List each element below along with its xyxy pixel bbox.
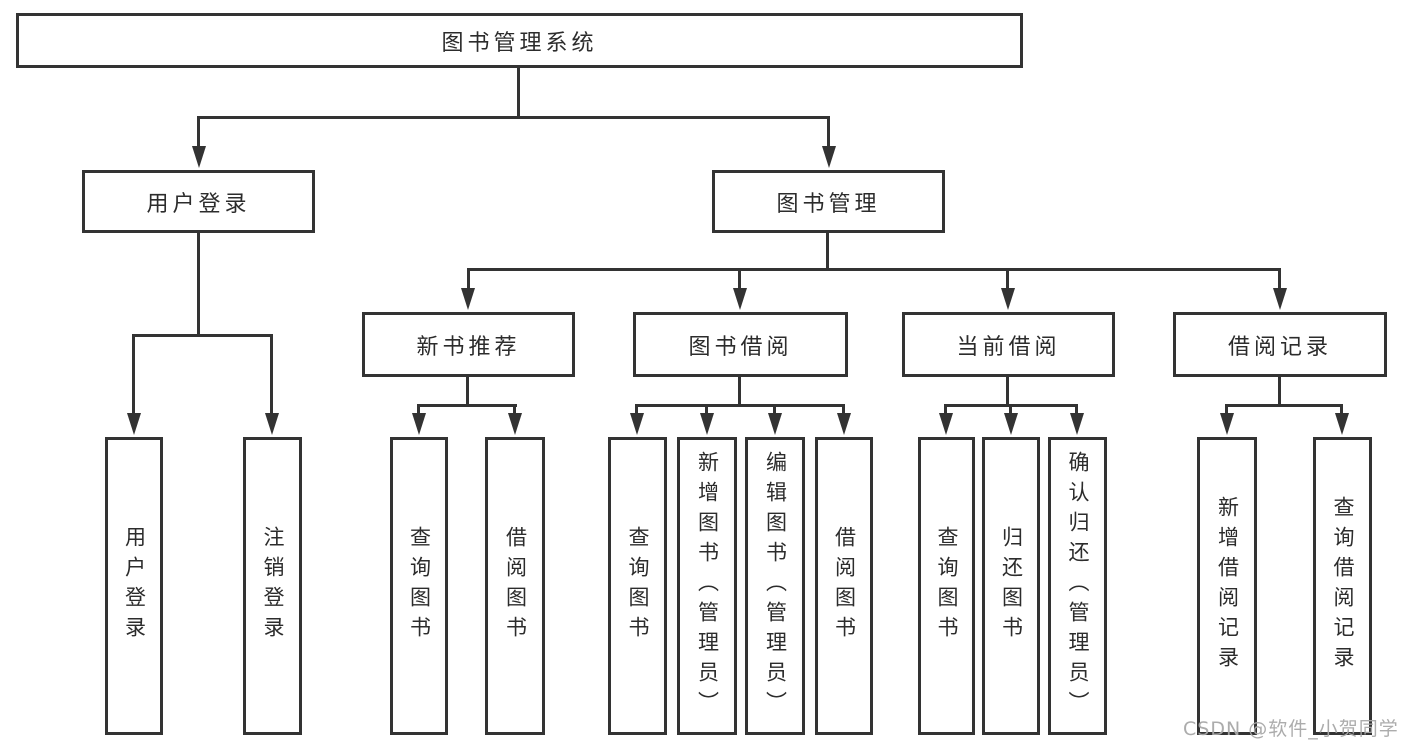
- arrow-down-icon: [939, 413, 953, 435]
- node-label: 借阅图书: [832, 526, 857, 646]
- node-book-borrowing: 图书借阅: [633, 312, 848, 377]
- connector-line: [842, 404, 845, 416]
- node-label: 图书借阅: [688, 334, 793, 360]
- node-user-login-group: 用户登录: [82, 170, 315, 233]
- connector-line: [773, 404, 776, 416]
- node-label: 图书管理系统: [441, 30, 598, 56]
- node-label: 注销登录: [261, 526, 285, 646]
- connector-line: [467, 268, 470, 292]
- connector-line: [1225, 404, 1228, 416]
- arrow-down-icon: [733, 288, 747, 310]
- leaf-edit-books-admin: 编辑图书（管理员）: [745, 437, 805, 735]
- connector-line: [1340, 404, 1343, 416]
- connector-line: [197, 116, 830, 119]
- connector-line: [705, 404, 708, 416]
- connector-line: [270, 334, 273, 416]
- connector-line: [1278, 268, 1281, 292]
- arrow-down-icon: [768, 413, 782, 435]
- node-label: 新增借阅记录: [1215, 496, 1240, 676]
- arrow-down-icon: [461, 288, 475, 310]
- arrow-down-icon: [1070, 413, 1084, 435]
- arrow-down-icon: [1001, 288, 1015, 310]
- arrow-down-icon: [1220, 413, 1234, 435]
- arrow-down-icon: [837, 413, 851, 435]
- arrow-down-icon: [508, 413, 522, 435]
- node-new-book-recommendation: 新书推荐: [362, 312, 575, 377]
- node-label: 查询图书: [407, 526, 432, 646]
- node-label: 用户登录: [122, 526, 147, 646]
- connector-line: [1225, 404, 1343, 407]
- node-label: 图书管理: [776, 191, 881, 217]
- leaf-query-books-current: 查询图书: [918, 437, 975, 735]
- node-label: 查询图书: [935, 526, 959, 646]
- connector-line: [467, 268, 1281, 271]
- arrow-down-icon: [192, 146, 206, 168]
- node-label: 编辑图书（管理员）: [763, 451, 788, 721]
- leaf-return-books: 归还图书: [982, 437, 1040, 735]
- node-label: 当前借阅: [956, 334, 1061, 360]
- node-label: 查询借阅记录: [1331, 496, 1355, 676]
- connector-line: [513, 404, 516, 416]
- leaf-user-login: 用户登录: [105, 437, 163, 735]
- connector-line: [1006, 268, 1009, 292]
- connector-line: [738, 377, 741, 406]
- connector-line: [1006, 377, 1009, 406]
- connector-line: [635, 404, 638, 416]
- connector-line: [738, 268, 741, 292]
- connector-line: [635, 404, 845, 407]
- node-label: 借阅记录: [1227, 334, 1332, 360]
- connector-line: [827, 116, 830, 150]
- connector-line: [517, 68, 520, 118]
- connector-line: [132, 334, 273, 337]
- leaf-query-borrow-record: 查询借阅记录: [1313, 437, 1372, 735]
- node-label: 新增图书（管理员）: [695, 451, 720, 721]
- arrow-down-icon: [700, 413, 714, 435]
- node-label: 确认归还（管理员）: [1066, 451, 1090, 721]
- connector-line: [944, 404, 947, 416]
- leaf-query-books-recommend: 查询图书: [390, 437, 448, 735]
- connector-line: [826, 233, 829, 270]
- watermark-text: CSDN @软件_小贺同学: [1183, 718, 1399, 740]
- node-label: 新书推荐: [416, 334, 521, 360]
- leaf-borrow-books-recommend: 借阅图书: [485, 437, 545, 735]
- node-label: 借阅图书: [503, 526, 528, 646]
- arrow-down-icon: [822, 146, 836, 168]
- node-borrowing-records: 借阅记录: [1173, 312, 1387, 377]
- leaf-confirm-return-admin: 确认归还（管理员）: [1048, 437, 1107, 735]
- leaf-logout: 注销登录: [243, 437, 302, 735]
- node-label: 查询图书: [626, 526, 650, 646]
- leaf-borrow-books-borrowing: 借阅图书: [815, 437, 873, 735]
- connector-line: [197, 233, 200, 336]
- leaf-add-borrow-record: 新增借阅记录: [1197, 437, 1257, 735]
- node-label: 归还图书: [999, 526, 1024, 646]
- arrow-down-icon: [1004, 413, 1018, 435]
- arrow-down-icon: [630, 413, 644, 435]
- connector-line: [1278, 377, 1281, 406]
- connector-line: [417, 404, 517, 407]
- connector-line: [417, 404, 420, 416]
- connector-line: [466, 377, 469, 406]
- connector-line: [1075, 404, 1078, 416]
- node-book-management-system: 图书管理系统: [16, 13, 1023, 68]
- leaf-add-books-admin: 新增图书（管理员）: [677, 437, 737, 735]
- arrow-down-icon: [412, 413, 426, 435]
- connector-line: [132, 334, 135, 416]
- leaf-query-books-borrowing: 查询图书: [608, 437, 667, 735]
- node-label: 用户登录: [146, 191, 251, 217]
- arrow-down-icon: [1335, 413, 1349, 435]
- arrow-down-icon: [265, 413, 279, 435]
- arrow-down-icon: [1273, 288, 1287, 310]
- connector-line: [1009, 404, 1012, 416]
- connector-line: [197, 116, 200, 150]
- node-book-management: 图书管理: [712, 170, 945, 233]
- arrow-down-icon: [127, 413, 141, 435]
- node-current-borrowing: 当前借阅: [902, 312, 1115, 377]
